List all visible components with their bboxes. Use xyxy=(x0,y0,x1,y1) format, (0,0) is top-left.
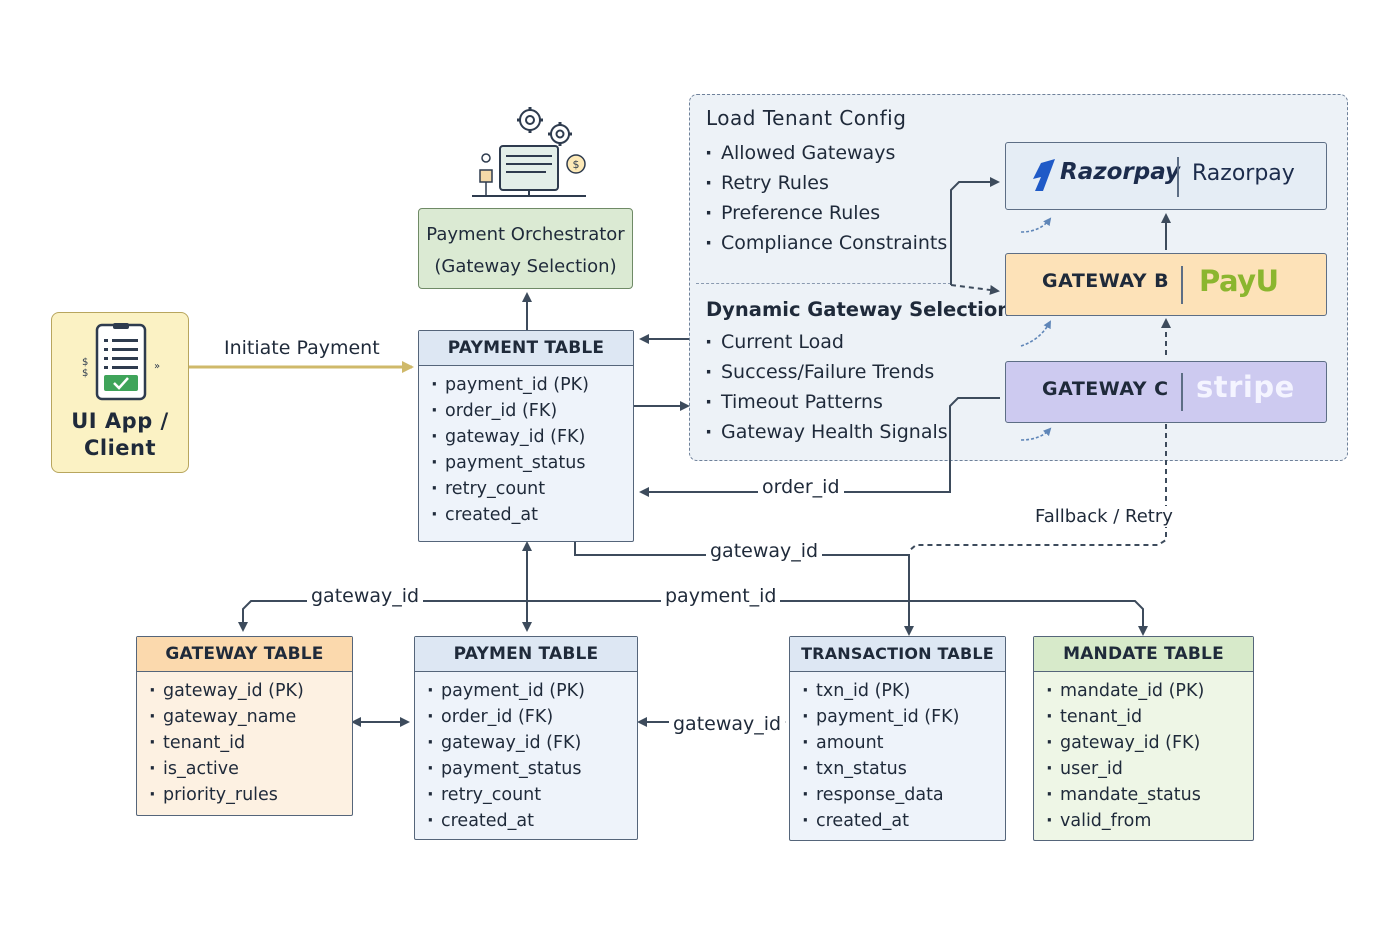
table-field: valid_from xyxy=(1046,808,1253,834)
table-field: payment_id (PK) xyxy=(427,678,637,704)
table-field: gateway_name xyxy=(149,704,352,730)
tenant-item: Retry Rules xyxy=(705,172,829,194)
table-field: tenant_id xyxy=(1046,704,1253,730)
orchestrator-node[interactable]: Payment Orchestrator (Gateway Selection) xyxy=(418,208,633,289)
client-deco-right: » xyxy=(154,361,161,372)
gateway-id-mid-label: gateway_id xyxy=(669,713,786,735)
dynamic-item: Success/Failure Trends xyxy=(705,361,934,383)
table-field: retry_count xyxy=(427,782,637,808)
table-title: GATEWAY TABLE xyxy=(137,637,352,672)
gateway-b-name: GATEWAY B xyxy=(1042,270,1170,292)
svg-text:$: $ xyxy=(573,158,580,171)
table-field: created_at xyxy=(802,808,1005,834)
paymen-table[interactable]: PAYMEN TABLE payment_id (PK) order_id (F… xyxy=(414,636,638,840)
config-divider xyxy=(696,283,951,284)
table-field: gateway_id (FK) xyxy=(1046,730,1253,756)
client-label-line1: UI App / xyxy=(71,409,169,433)
tenant-config-title: Load Tenant Config xyxy=(706,106,907,130)
dynamic-item: Current Load xyxy=(705,331,844,353)
payu-logo: PayU xyxy=(1199,264,1279,298)
table-field: order_id (FK) xyxy=(427,704,637,730)
orchestrator-line2: (Gateway Selection) xyxy=(434,256,617,277)
gateway-id-left-label: gateway_id xyxy=(307,585,424,607)
server-gear-icon: $ xyxy=(472,107,586,197)
table-field: order_id (FK) xyxy=(431,398,633,424)
fallback-retry-label: Fallback / Retry xyxy=(1031,506,1177,527)
razorpay-name: Razorpay xyxy=(1192,161,1295,186)
table-field: priority_rules xyxy=(149,782,352,808)
client-node[interactable]: $$ » UI App / Client xyxy=(51,312,189,473)
dynamic-item: Timeout Patterns xyxy=(705,391,883,413)
table-field: created_at xyxy=(427,808,637,834)
client-label: UI App / Client xyxy=(52,408,188,462)
client-label-line2: Client xyxy=(83,436,157,460)
gateway-b[interactable]: GATEWAY B PayU xyxy=(1005,253,1327,316)
table-field: txn_id (PK) xyxy=(802,678,1005,704)
tenant-item: Allowed Gateways xyxy=(705,142,895,164)
table-title: TRANSACTION TABLE xyxy=(790,637,1005,672)
gateway-c[interactable]: GATEWAY C stripe xyxy=(1005,361,1327,423)
order-id-label: order_id xyxy=(758,476,844,498)
table-title: PAYMEN TABLE xyxy=(415,637,637,672)
table-field: mandate_id (PK) xyxy=(1046,678,1253,704)
razorpay-logo-icon xyxy=(1033,159,1055,191)
tenant-item: Preference Rules xyxy=(705,202,880,224)
payment-id-label: payment_id xyxy=(661,585,781,607)
table-field: created_at xyxy=(431,502,633,528)
stripe-logo: stripe xyxy=(1196,370,1295,404)
table-field: payment_status xyxy=(431,450,633,476)
checklist-icon xyxy=(95,323,147,401)
table-field: amount xyxy=(802,730,1005,756)
table-field: gateway_id (PK) xyxy=(149,678,352,704)
initiate-payment-label: Initiate Payment xyxy=(220,337,384,359)
razorpay-logo-text: Razorpay xyxy=(1060,159,1181,185)
payment-table-top[interactable]: PAYMENT TABLE payment_id (PK) order_id (… xyxy=(418,330,634,542)
transaction-table[interactable]: TRANSACTION TABLE txn_id (PK) payment_id… xyxy=(789,636,1006,841)
table-title: MANDATE TABLE xyxy=(1034,637,1253,672)
gateway-b-divider xyxy=(1181,266,1183,304)
table-field: user_id xyxy=(1046,756,1253,782)
table-field: payment_id (PK) xyxy=(431,372,633,398)
tenant-item: Compliance Constraints xyxy=(705,232,947,254)
orchestrator-line1: Payment Orchestrator xyxy=(426,224,625,245)
table-field: gateway_id (FK) xyxy=(431,424,633,450)
table-field: tenant_id xyxy=(149,730,352,756)
gateway-table[interactable]: GATEWAY TABLE gateway_id (PK) gateway_na… xyxy=(136,636,353,816)
gateway-c-name: GATEWAY C xyxy=(1042,378,1169,400)
dynamic-item: Gateway Health Signals xyxy=(705,421,948,443)
table-field: gateway_id (FK) xyxy=(427,730,637,756)
gateway-id-top-label: gateway_id xyxy=(706,540,823,562)
dynamic-selection-title: Dynamic Gateway Selection xyxy=(706,298,1012,321)
table-field: txn_status xyxy=(802,756,1005,782)
razorpay-divider xyxy=(1177,157,1179,197)
table-title: PAYMENT TABLE xyxy=(419,331,633,366)
mandate-table[interactable]: MANDATE TABLE mandate_id (PK) tenant_id … xyxy=(1033,636,1254,841)
table-field: payment_id (FK) xyxy=(802,704,1005,730)
table-field: retry_count xyxy=(431,476,633,502)
table-field: is_active xyxy=(149,756,352,782)
table-field: payment_status xyxy=(427,756,637,782)
razorpay-gateway[interactable]: Razorpay Razorpay xyxy=(1005,142,1327,210)
table-field: response_data xyxy=(802,782,1005,808)
gateway-c-divider xyxy=(1181,373,1183,411)
client-deco-left: $$ xyxy=(82,357,89,379)
table-field: mandate_status xyxy=(1046,782,1253,808)
